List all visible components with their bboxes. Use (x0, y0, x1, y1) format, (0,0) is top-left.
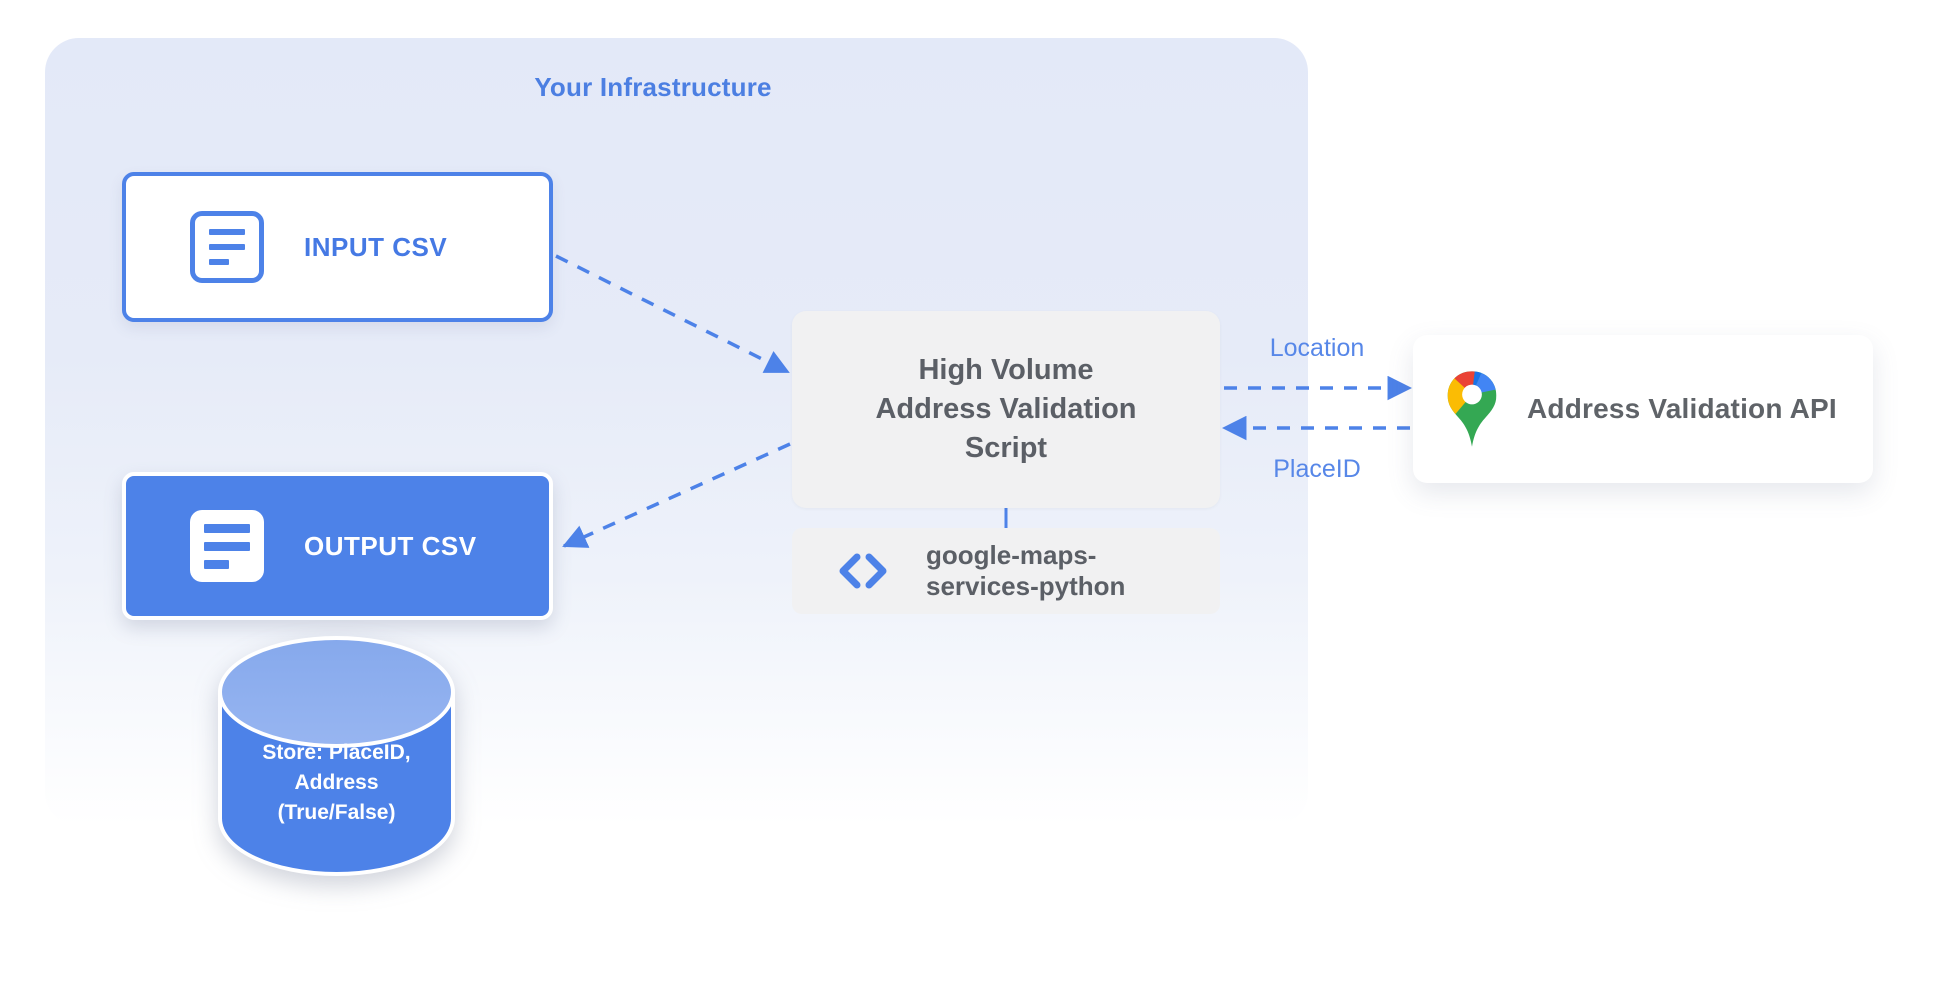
script-label-line: Script (964, 432, 1048, 464)
script-label-line: High Volume (918, 354, 1094, 386)
google-maps-pin-icon (1447, 371, 1497, 447)
script-node: High Volume Address Validation Script (792, 311, 1220, 508)
datastore-cylinder: Store: PlaceID, Address (True/False) (218, 636, 455, 876)
edge-label-placeid: PlaceID (1273, 455, 1361, 483)
code-icon (839, 553, 887, 589)
input-csv-label: INPUT CSV (304, 231, 448, 262)
api-label: Address Validation API (1527, 393, 1837, 424)
edge-label-location: Location (1269, 334, 1365, 362)
infrastructure-title: Your Infrastructure (534, 72, 772, 102)
address-validation-api-node: Address Validation API (1413, 335, 1873, 483)
cylinder-top (218, 636, 455, 748)
library-node: google-maps- services-python (792, 528, 1220, 614)
output-csv-node: OUTPUT CSV (122, 472, 553, 620)
datastore-label: Store: PlaceID, Address (True/False) (262, 741, 411, 824)
input-csv-node: INPUT CSV (122, 172, 553, 322)
document-icon (190, 510, 264, 582)
script-label-line: Address Validation (875, 393, 1137, 425)
output-csv-label: OUTPUT CSV (304, 530, 477, 561)
library-label: google-maps- services-python (926, 540, 1126, 601)
document-icon (190, 211, 264, 283)
